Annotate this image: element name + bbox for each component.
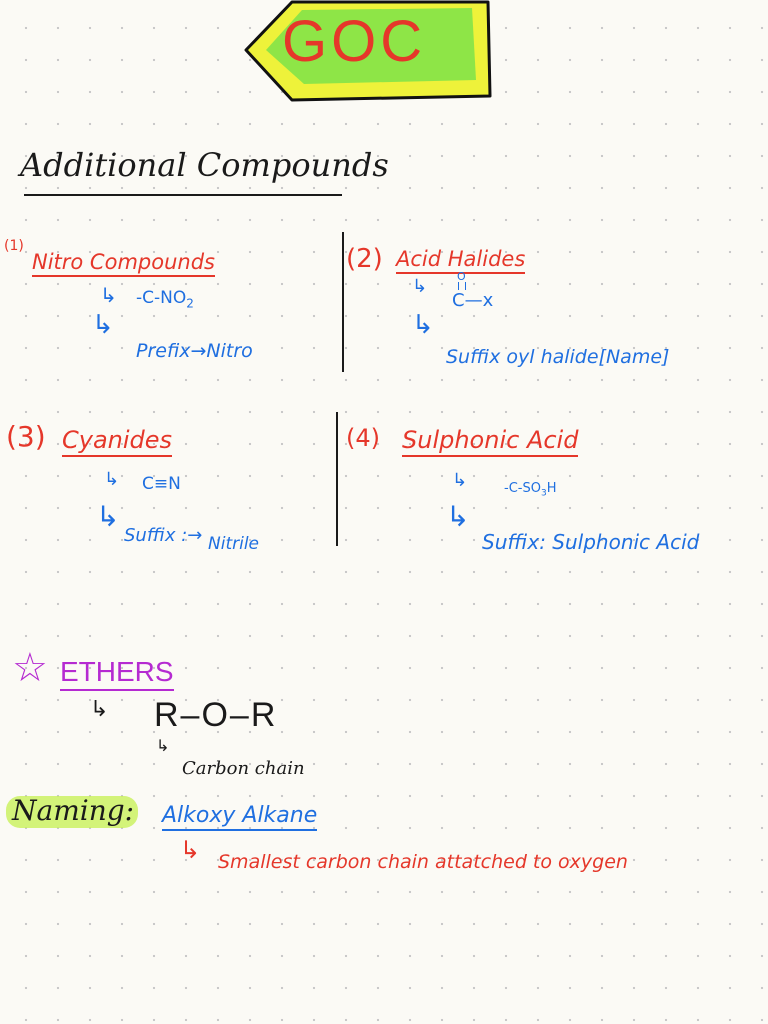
section-4-arrow-1: ↳ [452,470,468,491]
section-4-number: (4) [346,424,380,452]
section-1-number: (1) [4,238,24,254]
section-2-arrow-2: ↳ [412,310,434,340]
section-1-title: Nitro Compounds [32,250,215,277]
ethers-arrow: ↳ [90,697,109,722]
section-2-formula: C—x [452,290,494,311]
section-2-title: Acid Halides [396,247,526,274]
section-4-formula: -C-SO3H [504,481,557,499]
section-1-formula-text: -C-NO [136,288,187,308]
section-3-formula: C≡N [142,474,181,494]
naming-value: Alkoxy Alkane [162,803,318,831]
naming-arrow: ↳ [180,836,201,864]
section-3-number: (3) [6,420,46,453]
divider-top [342,232,344,372]
section-2-formula-top: O [457,270,466,283]
section-3-note: Suffix :→ [124,525,203,546]
ethers-title: ETHERS [60,656,174,691]
section-2-double-bond-icon [458,282,466,290]
heading-underline [24,194,342,196]
naming-label: Naming: [12,794,135,827]
section-4-title: Sulphonic Acid [402,426,579,457]
divider-middle [336,412,338,546]
banner-title: GOC [282,9,427,74]
star-icon: ☆ [12,645,48,691]
ethers-sub-note: Carbon chain [182,758,305,779]
section-1-arrow-1: ↳ [100,283,117,307]
section-2-number: (2) [346,244,383,274]
section-2-arrow-1: ↳ [412,276,428,297]
section-4-formula-text: -C-SO [504,481,541,496]
section-3-title: Cyanides [62,426,173,457]
section-1-note: Prefix→Nitro [136,340,253,362]
section-4-arrow-2: ↳ [446,500,470,533]
naming-note: Smallest carbon chain attatched to oxyge… [218,851,628,873]
ethers-sub-arrow: ↳ [156,736,170,755]
page-heading: Additional Compounds [20,146,389,184]
goc-banner [244,0,492,102]
section-1-formula: -C-NO2 [136,288,194,311]
section-2-note: Suffix oyl halide[Name] [446,346,670,368]
section-1-arrow-2: ↳ [92,310,114,340]
section-4-note: Suffix: Sulphonic Acid [482,530,700,554]
ethers-formula: R–O–R [154,696,278,734]
naming-highlight [6,796,138,828]
section-3-note-value: Nitrile [208,534,259,554]
section-3-arrow-1: ↳ [104,469,120,490]
section-3-arrow-2: ↳ [96,500,120,533]
